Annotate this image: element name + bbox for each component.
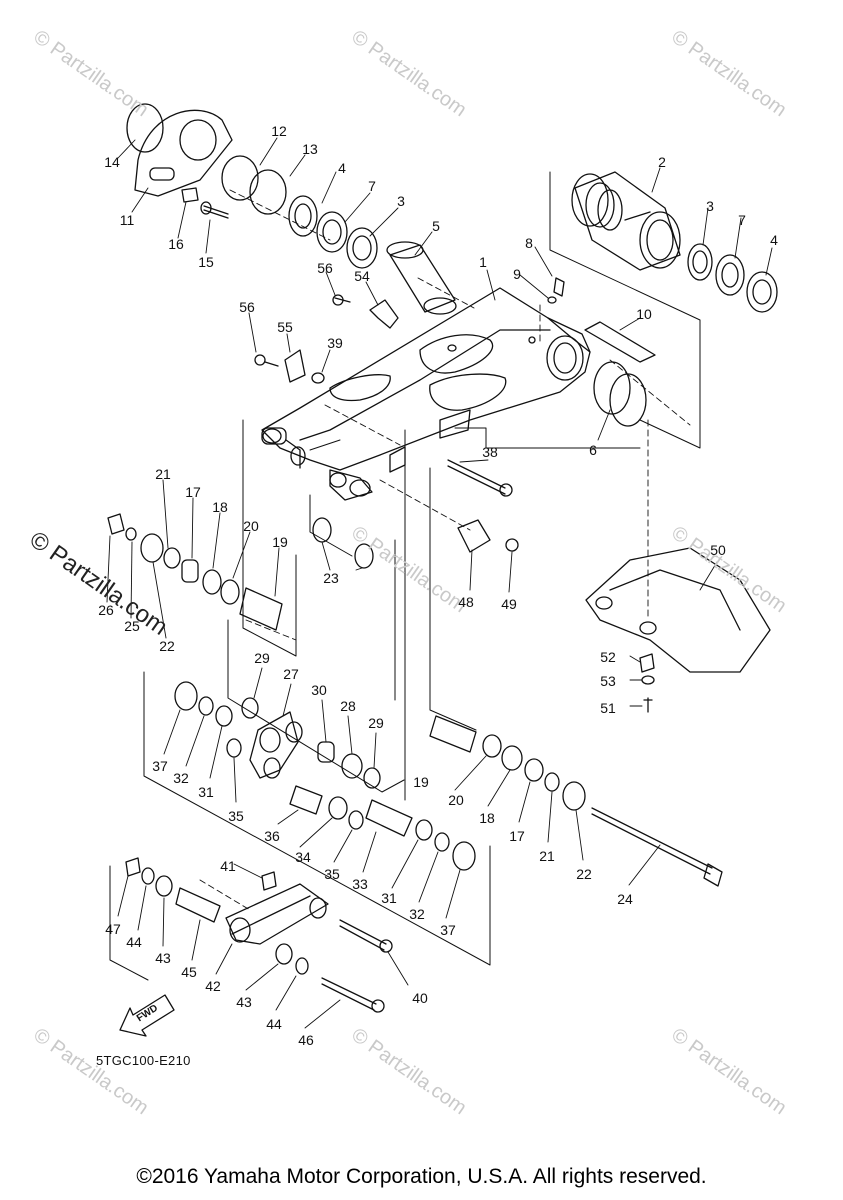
group-frames xyxy=(109,171,701,981)
callout-46: 46 xyxy=(298,1032,314,1048)
callout-17: 17 xyxy=(509,828,525,844)
callout-4: 4 xyxy=(338,160,346,176)
callout-1: 1 xyxy=(479,254,487,270)
callout-38: 38 xyxy=(482,444,498,460)
callout-55: 55 xyxy=(277,319,293,335)
callout-32: 32 xyxy=(409,906,425,922)
callout-22: 22 xyxy=(576,866,592,882)
cable-clips xyxy=(254,294,399,384)
callout-leaders xyxy=(106,137,773,1029)
chain-guide-48 xyxy=(447,459,519,553)
callout-53: 53 xyxy=(600,673,616,689)
callout-49: 49 xyxy=(501,596,517,612)
callout-32: 32 xyxy=(173,770,189,786)
callout-20: 20 xyxy=(448,792,464,808)
callout-3: 3 xyxy=(706,198,714,214)
callout-31: 31 xyxy=(381,890,397,906)
callout-3: 3 xyxy=(397,193,405,209)
pivot-shaft-hub xyxy=(571,171,681,271)
callout-11: 11 xyxy=(119,212,135,228)
o-rings xyxy=(221,155,647,427)
callout-9: 9 xyxy=(513,266,521,282)
callout-15: 15 xyxy=(198,254,214,270)
callout-27: 27 xyxy=(283,666,299,682)
callout-2: 2 xyxy=(658,154,666,170)
fwd-arrow-icon xyxy=(119,994,175,1037)
callout-35: 35 xyxy=(228,808,244,824)
top-small-parts xyxy=(547,277,656,363)
callout-16: 16 xyxy=(168,236,184,252)
callout-30: 30 xyxy=(311,682,327,698)
callout-22: 22 xyxy=(159,638,175,654)
callout-5: 5 xyxy=(432,218,440,234)
callout-20: 20 xyxy=(243,518,259,534)
callout-29: 29 xyxy=(254,650,270,666)
callout-24: 24 xyxy=(617,891,633,907)
callout-17: 17 xyxy=(185,484,201,500)
callout-44: 44 xyxy=(266,1016,282,1032)
callout-37: 37 xyxy=(152,758,168,774)
callout-41: 41 xyxy=(220,858,236,874)
right-lower-stack xyxy=(429,715,723,887)
callout-36: 36 xyxy=(264,828,280,844)
callout-21: 21 xyxy=(155,466,171,482)
callout-7: 7 xyxy=(738,212,746,228)
swingarm-body xyxy=(261,287,591,501)
callout-4: 4 xyxy=(770,232,778,248)
upper-left-pivot-stack xyxy=(107,513,283,631)
callout-19: 19 xyxy=(413,774,429,790)
callout-39: 39 xyxy=(327,335,343,351)
callout-34: 34 xyxy=(295,849,311,865)
callout-43: 43 xyxy=(236,994,252,1010)
callout-28: 28 xyxy=(340,698,356,714)
callout-52: 52 xyxy=(600,649,616,665)
callout-40: 40 xyxy=(412,990,428,1006)
callout-19: 19 xyxy=(272,534,288,550)
left-seal-stack xyxy=(288,195,457,315)
callout-50: 50 xyxy=(710,542,726,558)
callout-13: 13 xyxy=(302,141,318,157)
diagram-code: 5TGC100-E210 xyxy=(96,1053,191,1068)
callout-45: 45 xyxy=(181,964,197,980)
copyright-notice: ©2016 Yamaha Motor Corporation, U.S.A. A… xyxy=(136,1165,707,1188)
callout-42: 42 xyxy=(205,978,221,994)
callout-18: 18 xyxy=(212,499,228,515)
right-seal-stack xyxy=(687,243,778,313)
reference-lines xyxy=(199,189,691,911)
callout-56: 56 xyxy=(317,260,333,276)
callout-23: 23 xyxy=(323,570,339,586)
callout-33: 33 xyxy=(352,876,368,892)
callout-35: 35 xyxy=(324,866,340,882)
chain-guide-plate xyxy=(126,103,233,219)
relay-arm-27 xyxy=(241,697,381,789)
callout-54: 54 xyxy=(354,268,370,284)
callout-12: 12 xyxy=(271,123,287,139)
callout-7: 7 xyxy=(368,178,376,194)
callout-48: 48 xyxy=(458,594,474,610)
lower-middle-stack xyxy=(289,785,476,871)
callout-26: 26 xyxy=(98,602,114,618)
callout-14: 14 xyxy=(104,154,120,170)
callout-21: 21 xyxy=(539,848,555,864)
callout-31: 31 xyxy=(198,784,214,800)
callout-8: 8 xyxy=(525,235,533,251)
callout-6: 6 xyxy=(589,442,597,458)
connecting-rod-42 xyxy=(125,857,393,1013)
callout-10: 10 xyxy=(636,306,652,322)
callout-56: 56 xyxy=(239,299,255,315)
left-lower-stack xyxy=(174,681,242,758)
callout-29: 29 xyxy=(368,715,384,731)
callout-25: 25 xyxy=(124,618,140,634)
callout-47: 47 xyxy=(105,921,121,937)
callout-44: 44 xyxy=(126,934,142,950)
callout-51: 51 xyxy=(600,700,616,716)
callout-18: 18 xyxy=(479,810,495,826)
callout-37: 37 xyxy=(440,922,456,938)
callout-43: 43 xyxy=(155,950,171,966)
